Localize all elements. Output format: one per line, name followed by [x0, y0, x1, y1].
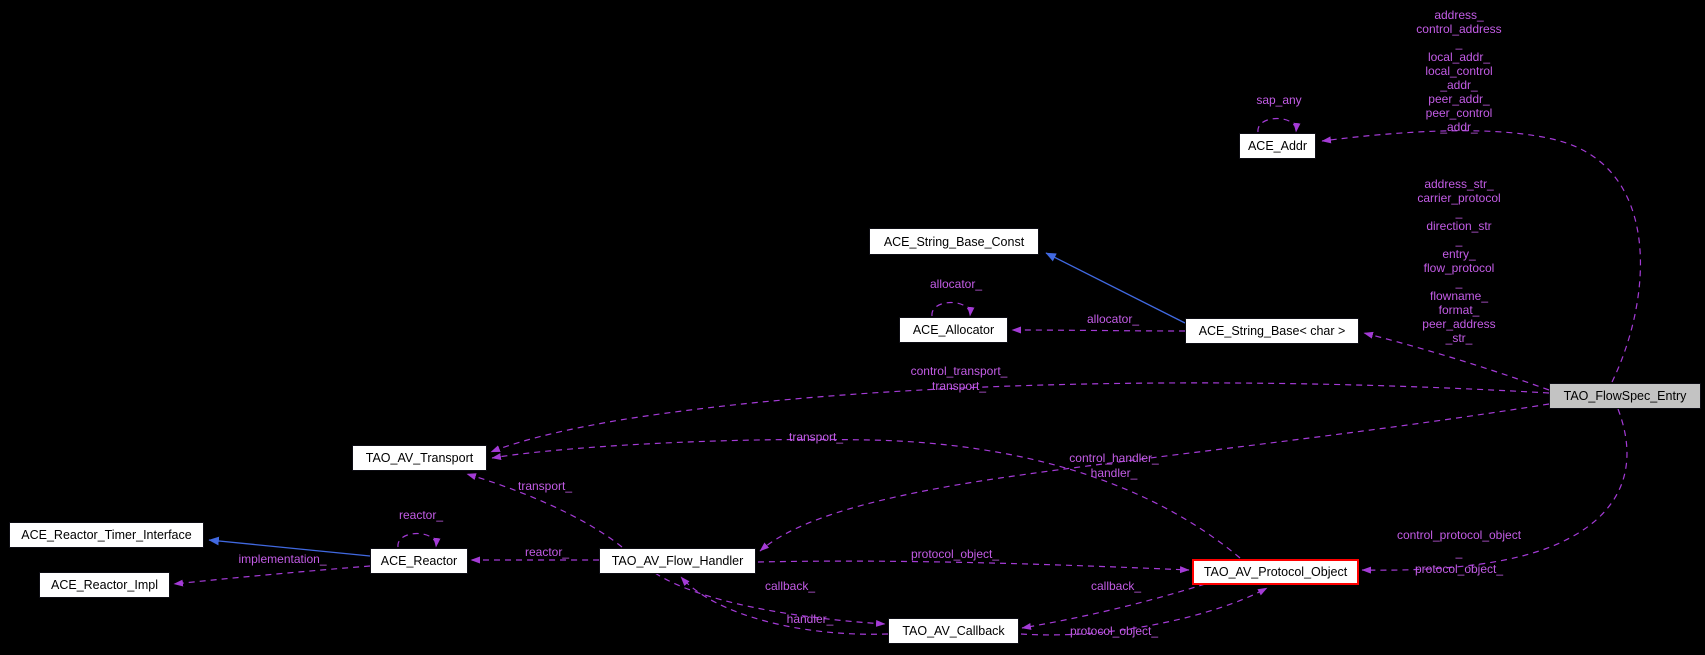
node-ace-reactor-timer-interface[interactable]: ACE_Reactor_Timer_Interface — [9, 522, 204, 548]
edge-allocator-self — [931, 302, 975, 317]
edge-protocolobject-to-callback — [1021, 583, 1206, 630]
node-ace-string-base-const[interactable]: ACE_String_Base_Const — [869, 228, 1039, 255]
edge-reactor-inherits-timerinterface — [208, 536, 371, 557]
edge-stringbase-inherits-stringbaseconst — [1045, 252, 1186, 324]
node-ace-reactor-impl[interactable]: ACE_Reactor_Impl — [39, 572, 170, 598]
edge-flowhandler-to-protocolobject — [757, 560, 1190, 574]
node-tao-av-callback[interactable]: TAO_AV_Callback — [888, 618, 1019, 644]
node-ace-addr[interactable]: ACE_Addr — [1239, 133, 1316, 159]
edge-reactor-self — [397, 533, 441, 548]
edge-flowhandler-to-transport — [466, 473, 623, 548]
edge-sap-any-self — [1257, 118, 1301, 133]
edge-callback-to-flowhandler — [680, 576, 889, 635]
node-ace-reactor[interactable]: ACE_Reactor — [370, 548, 468, 574]
edge-callback-to-protocolobject — [1020, 587, 1268, 636]
edge-flowspec-to-transport — [490, 382, 1550, 453]
node-tao-av-protocol-object[interactable]: TAO_AV_Protocol_Object — [1192, 559, 1359, 585]
node-tao-av-transport[interactable]: TAO_AV_Transport — [352, 445, 487, 471]
edge-flowspec-to-protocolobject — [1361, 408, 1628, 574]
edge-flowspec-to-ace-addr — [1321, 130, 1642, 383]
edge-reactor-to-reactorimpl — [173, 565, 371, 587]
node-ace-string-base-char[interactable]: ACE_String_Base< char > — [1185, 318, 1359, 344]
edge-flowspec-to-flowhandler — [759, 403, 1550, 552]
edge-flowhandler-to-callback — [654, 572, 886, 627]
edge-protocolobject-to-transport — [491, 438, 1241, 559]
node-tao-av-flow-handler[interactable]: TAO_AV_Flow_Handler — [599, 548, 756, 574]
node-ace-allocator[interactable]: ACE_Allocator — [899, 317, 1008, 343]
edge-flowspec-to-stringbase — [1363, 331, 1550, 391]
node-tao-flowspec-entry[interactable]: TAO_FlowSpec_Entry — [1549, 383, 1701, 409]
edge-stringbase-to-allocator — [1011, 326, 1186, 334]
